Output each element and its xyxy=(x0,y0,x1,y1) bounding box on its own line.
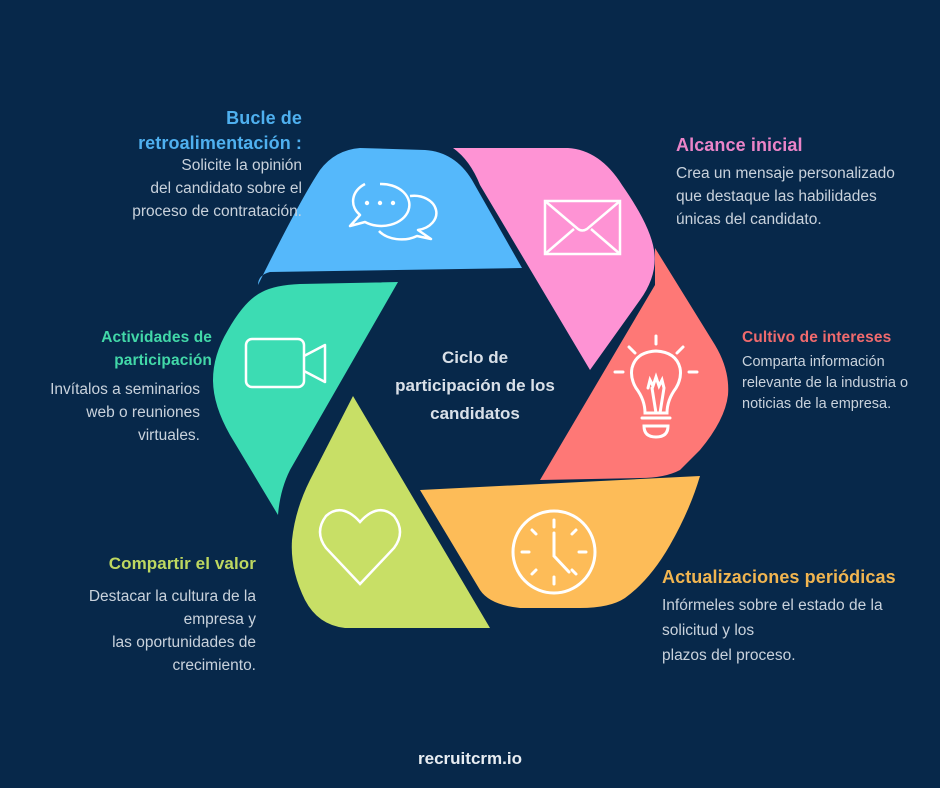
center-title: Ciclo de participación de los candidatos xyxy=(395,348,555,423)
step-description: Comparta información relevante de la ind… xyxy=(742,354,909,412)
step-description: Invítalos a seminarios web o reuniones v… xyxy=(50,381,200,444)
step-outreach: Alcance inicial Crea un mensaje personal… xyxy=(676,133,936,231)
lightbulb-icon xyxy=(613,334,699,439)
step-nurture: Cultivo de intereses Comparta informació… xyxy=(742,328,940,415)
step-title: Actualizaciones periódicas xyxy=(662,567,896,587)
step-title: Compartir el valor xyxy=(108,554,256,573)
step-title: Bucle de retroalimentación : xyxy=(138,108,302,153)
step-description: Destacar la cultura de la empresa y las … xyxy=(88,588,256,674)
step-updates: Actualizaciones periódicas Infórmeles so… xyxy=(662,566,940,668)
video-camera-icon xyxy=(244,337,327,389)
step-feedback: Bucle de retroalimentación : Solicite la… xyxy=(90,106,302,223)
step-title: Actividades de participación xyxy=(101,329,212,369)
step-activities: Actividades de participación Invítalos a… xyxy=(6,326,212,447)
segment-feedback xyxy=(258,148,522,285)
step-value: Compartir el valor Destacar la cultura d… xyxy=(40,552,256,677)
step-title: Alcance inicial xyxy=(676,135,803,155)
segment-outreach xyxy=(453,148,655,370)
footer-brand: recruitcrm.io xyxy=(418,749,522,768)
heart-icon xyxy=(318,509,402,586)
step-description-wrap: Invítalos a seminarios web o reuniones v… xyxy=(6,378,200,447)
step-title: Cultivo de intereses xyxy=(742,329,892,346)
step-description: Infórmeles sobre el estado de la solicit… xyxy=(662,597,883,664)
segment-updates xyxy=(420,476,700,608)
clock-icon xyxy=(511,509,597,595)
envelope-icon xyxy=(543,199,622,256)
step-description: Crea un mensaje personalizado que destaq… xyxy=(676,165,895,228)
step-description: Solicite la opinión del candidato sobre … xyxy=(132,157,302,220)
chat-bubbles-icon xyxy=(348,182,438,241)
segment-value xyxy=(291,396,490,628)
